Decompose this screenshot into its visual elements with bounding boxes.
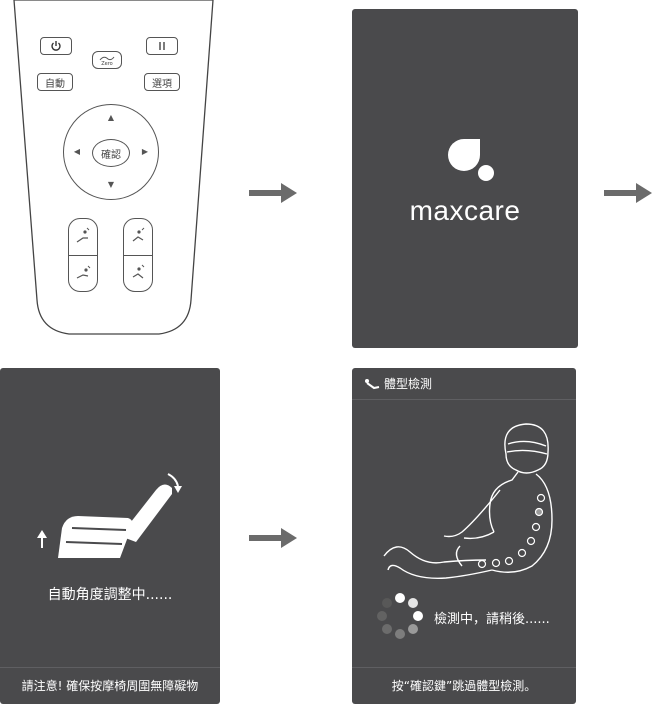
confirm-button[interactable]: 確認 (92, 139, 130, 167)
scan-status-text: 檢測中，請稍後...... (434, 612, 550, 627)
legrest-up-button[interactable] (129, 226, 147, 246)
leg-down-icon (132, 264, 145, 279)
down-arrow-icon[interactable]: ▼ (107, 180, 115, 189)
recline-person-icon (365, 378, 380, 389)
recline-up-icon (76, 227, 90, 243)
auto-button[interactable]: 自動 (37, 73, 73, 91)
left-arrow-icon[interactable]: ◀ (73, 147, 81, 156)
auto-angle-adjust-screen: 自動角度調整中...... 請注意! 確保按摩椅周圍無障礙物 (0, 368, 220, 704)
body-scan-screen: 體型檢測 (352, 368, 576, 704)
maxcare-logo-icon (448, 139, 494, 181)
backrest-down-button[interactable] (74, 263, 92, 283)
legrest-down-button[interactable] (129, 263, 147, 283)
pause-button[interactable] (146, 37, 178, 55)
flow-arrow-icon (249, 528, 297, 548)
legrest-divider (123, 255, 153, 256)
zero-gravity-icon (99, 56, 115, 60)
confirm-label: 確認 (101, 149, 121, 161)
pause-icon (159, 42, 165, 50)
backrest-divider (68, 255, 98, 256)
power-icon (51, 41, 61, 51)
loading-spinner-icon (377, 593, 423, 639)
scan-header: 體型檢測 (352, 368, 576, 400)
recline-down-icon (76, 265, 91, 279)
up-arrow-icon[interactable]: ▲ (107, 113, 115, 122)
zero-gravity-button[interactable]: Zero (92, 51, 122, 69)
massage-chair-recline-icon (37, 473, 182, 558)
direction-pad (63, 104, 159, 200)
safety-warning: 請注意! 確保按摩椅周圍無障礙物 (0, 667, 220, 704)
skip-scan-hint: 按“確認鍵”跳過體型檢測。 (352, 667, 576, 704)
right-arrow-icon[interactable]: ▶ (141, 147, 149, 156)
remote-control: Zero 自動 選項 ▲ ▼ ◀ ▶ 確認 (13, 0, 214, 340)
startup-logo-screen: maxcare (352, 9, 578, 348)
brand-logo: maxcare (409, 195, 521, 226)
leg-up-icon (132, 227, 145, 242)
flow-arrow-icon (249, 183, 297, 203)
scan-title: 體型檢測 (384, 377, 433, 391)
adjust-status-text: 自動角度調整中...... (47, 587, 173, 603)
options-button[interactable]: 選項 (144, 73, 180, 91)
backrest-up-button[interactable] (74, 226, 92, 246)
flow-arrow-icon (604, 183, 652, 203)
zero-label: Zero (101, 60, 113, 67)
power-button[interactable] (40, 37, 72, 55)
body-outline-figure (383, 423, 553, 579)
auto-label: 自動 (45, 78, 65, 90)
options-label: 選項 (152, 78, 172, 90)
